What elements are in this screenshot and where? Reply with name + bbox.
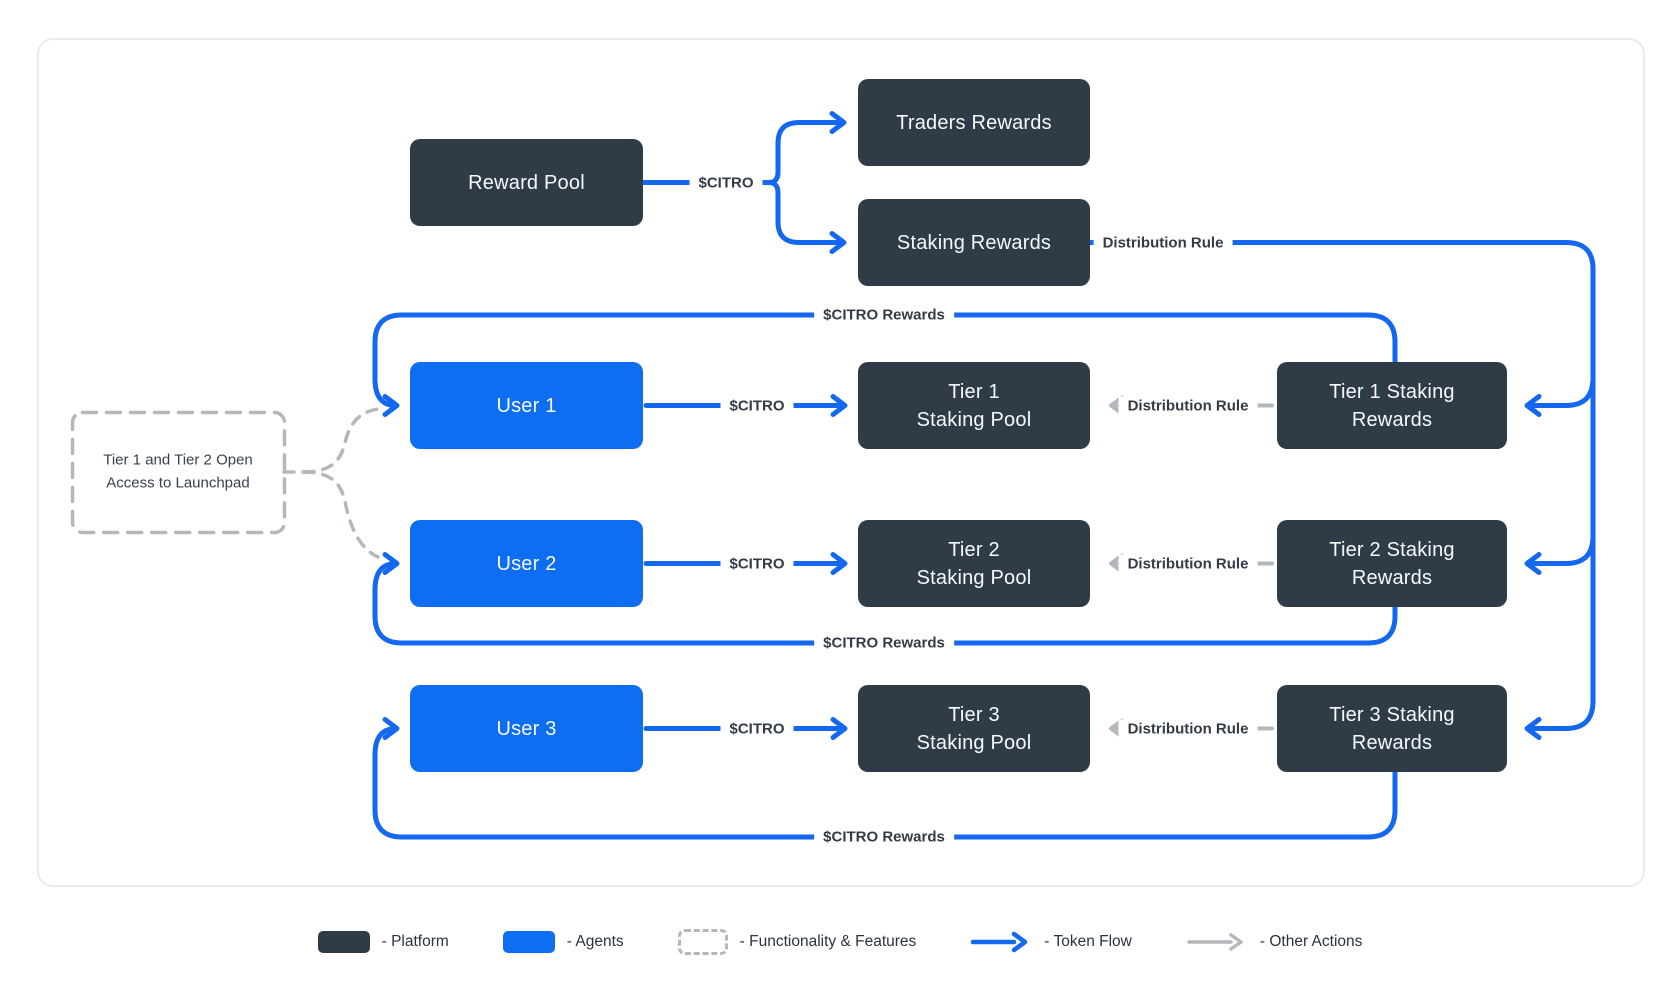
node-tier-3-staking-pool-line1: Tier 3 [948, 703, 1000, 726]
edge-rewards-loop-user3 [372, 717, 1398, 840]
edge-distribution-branch-tier2 [1524, 533, 1596, 575]
node-staking-rewards: Staking Rewards [858, 199, 1090, 286]
node-tier-1-staking-pool-line1: Tier 1 [948, 380, 1000, 403]
node-tier-3-staking-rewards-line1: Tier 3 Staking [1329, 703, 1455, 726]
node-user-3: User 3 [410, 685, 643, 772]
node-tier-2-staking-pool-line1: Tier 2 [948, 538, 1000, 561]
node-traders-rewards-label: Traders Rewards [896, 111, 1052, 134]
node-staking-rewards-label: Staking Rewards [896, 231, 1052, 254]
node-tier-3-staking-pool: Tier 3 Staking Pool [858, 685, 1090, 772]
node-tier-1-staking-rewards: Tier 1 Staking Rewards [1277, 362, 1507, 449]
node-user-1-label: User 1 [496, 394, 557, 417]
node-tier-2-staking-rewards-line1: Tier 2 Staking [1329, 538, 1455, 561]
node-tier-3-staking-rewards-line2: Rewards [1351, 731, 1433, 754]
edge-label-citro-user1: $CITRO [720, 396, 794, 415]
legend-functionality-label: - Functionality & Features [739, 933, 917, 950]
node-tier-2-staking-rewards-line2: Rewards [1351, 566, 1433, 589]
note-box: Tier 1 and Tier 2 Open Access to Launchp… [78, 450, 278, 495]
gray-arrow-icon [1187, 933, 1243, 951]
edge-label-rewards-loop2: $CITRO Rewards [814, 633, 954, 653]
legend-item-functionality: - Functionality & Features [677, 929, 917, 955]
edge-distribution-trunk [1087, 240, 1596, 740]
platform-swatch-icon [317, 931, 370, 953]
legend-token-flow-label: - Token Flow [1044, 933, 1132, 950]
agent-swatch-icon [502, 931, 555, 953]
edge-distribution-branch-tier1 [1524, 375, 1596, 417]
legend-item-token-flow: - Token Flow [970, 930, 1132, 954]
node-tier-3-staking-rewards: Tier 3 Staking Rewards [1277, 685, 1507, 772]
node-tier-1-staking-rewards-line1: Tier 1 Staking [1329, 380, 1455, 403]
node-tier-1-staking-pool: Tier 1 Staking Pool [858, 362, 1090, 449]
note-line2: Access to Launchpad [106, 474, 250, 491]
legend-item-other-actions: - Other Actions [1186, 930, 1363, 954]
legend-item-agents: - Agents [502, 931, 624, 953]
node-tier-2-staking-rewards: Tier 2 Staking Rewards [1277, 520, 1507, 607]
edge-label-rewards-loop1: $CITRO Rewards [814, 305, 954, 325]
note-fork-to-user2 [302, 470, 380, 559]
node-user-3-label: User 3 [496, 717, 557, 740]
legend-item-platform: - Platform [317, 931, 449, 953]
node-tier-1-staking-pool-line2: Staking Pool [916, 408, 1032, 431]
legend-platform-label: - Platform [381, 933, 449, 950]
node-tier-1-staking-rewards-line2: Rewards [1351, 408, 1433, 431]
legend: - Platform - Agents - Functionality & Fe… [0, 920, 1680, 964]
node-user-1: User 1 [410, 362, 643, 449]
node-user-2-label: User 2 [496, 552, 557, 575]
note-box-outline [70, 410, 287, 535]
node-tier-2-staking-pool-line2: Staking Pool [916, 566, 1032, 589]
node-reward-pool: Reward Pool [410, 139, 643, 226]
node-user-2: User 2 [410, 520, 643, 607]
edge-rewards-loop-user2 [372, 552, 1398, 646]
edge-label-distribution-tier2: Distribution Rule [1118, 554, 1258, 573]
edge-label-distribution-tier1: Distribution Rule [1118, 396, 1258, 415]
edge-label-citro-split: $CITRO [689, 173, 763, 192]
node-tier-3-staking-pool-line2: Staking Pool [916, 731, 1032, 754]
edge-label-distribution-tier3: Distribution Rule [1118, 719, 1258, 738]
node-tier-2-staking-pool: Tier 2 Staking Pool [858, 520, 1090, 607]
edge-label-distribution-main: Distribution Rule [1093, 233, 1233, 252]
legend-agents-label: - Agents [566, 933, 624, 950]
blue-arrow-icon [971, 931, 1028, 953]
edge-label-citro-user3: $CITRO [720, 719, 794, 738]
note-fork-to-user1 [302, 407, 380, 474]
legend-other-actions-label: - Other Actions [1259, 933, 1363, 950]
node-traders-rewards: Traders Rewards [858, 79, 1090, 166]
node-reward-pool-label: Reward Pool [468, 171, 585, 194]
edge-rewards-loop-user1 [372, 312, 1398, 417]
edge-label-citro-user2: $CITRO [720, 554, 794, 573]
note-line1: Tier 1 and Tier 2 Open [103, 451, 253, 469]
edge-rewardpool-staking [766, 180, 847, 254]
edge-label-rewards-loop3: $CITRO Rewards [814, 827, 954, 847]
dashed-box-icon [677, 929, 728, 955]
